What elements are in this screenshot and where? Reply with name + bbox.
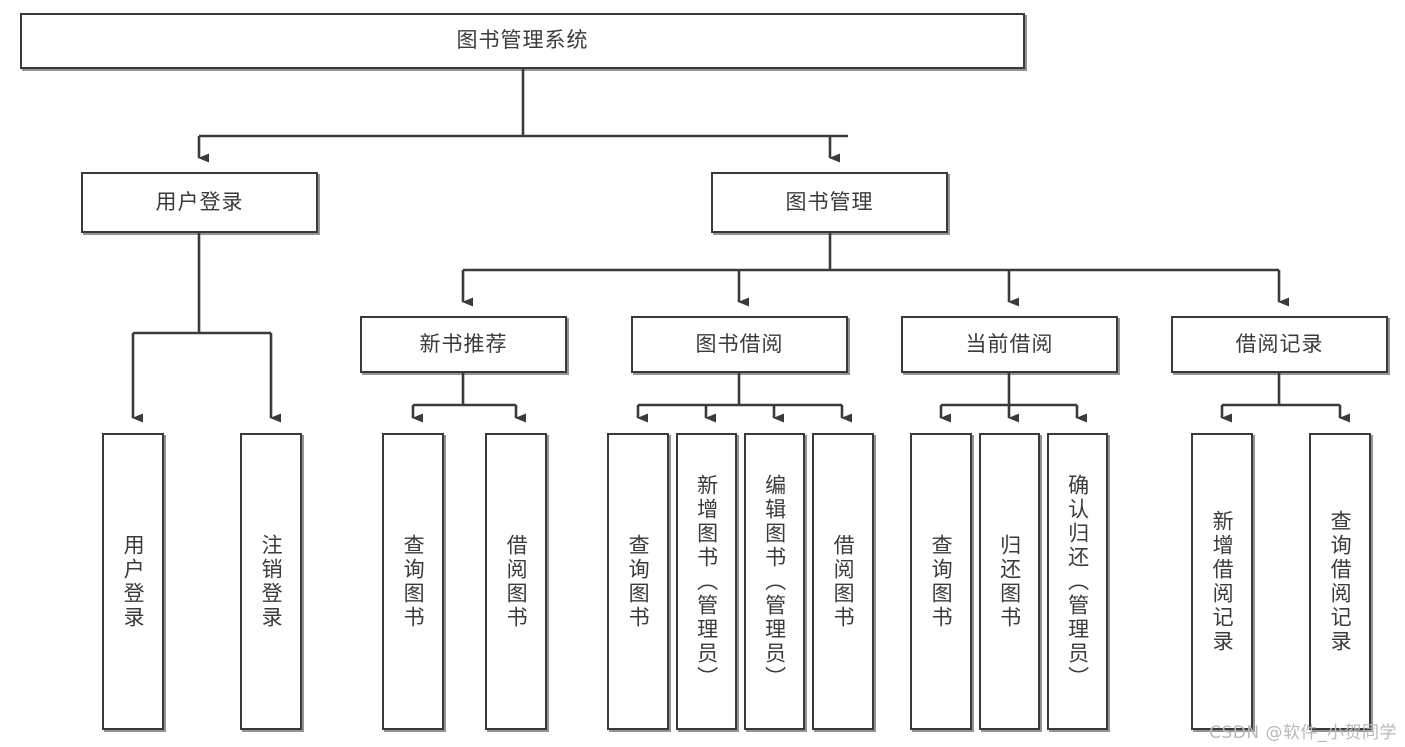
node-label: 图书管理系统 (456, 28, 589, 53)
leaf-borrow-book-borrow[interactable]: 借阅图书 (812, 433, 874, 730)
node-label: 查询图书 (929, 533, 954, 630)
node-label: 查询图书 (626, 533, 651, 630)
node-label: 图书管理 (785, 189, 874, 214)
leaf-return-book[interactable]: 归还图书 (979, 433, 1040, 730)
node-label: 新书推荐 (419, 331, 508, 356)
leaf-borrow-book-new[interactable]: 借阅图书 (485, 433, 547, 730)
leaf-edit-book-admin[interactable]: 编辑图书（管理员） (744, 433, 805, 730)
node-label: 借阅记录 (1235, 331, 1324, 356)
leaf-add-borrow-record[interactable]: 新增借阅记录 (1191, 433, 1253, 730)
node-label: 归还图书 (997, 533, 1022, 630)
node-label: 当前借阅 (965, 331, 1054, 356)
leaf-query-book-borrow[interactable]: 查询图书 (607, 433, 669, 730)
edge-bookmgmt-to-level3 (461, 233, 1289, 307)
node-label: 新增借阅记录 (1210, 509, 1235, 654)
node-borrow-record[interactable]: 借阅记录 (1171, 316, 1388, 373)
leaf-add-book-admin[interactable]: 新增图书（管理员） (676, 433, 737, 730)
edge-root-to-level2 (197, 69, 848, 163)
node-label: 用户登录 (155, 189, 244, 214)
node-label: 编辑图书（管理员） (762, 473, 787, 690)
leaf-query-book-new[interactable]: 查询图书 (382, 433, 444, 730)
edge-borrowrecord-to-leaves (1220, 373, 1350, 423)
edge-currentborrow-to-leaves (939, 373, 1087, 423)
edge-bookborrow-to-leaves (636, 373, 852, 423)
node-label: 确认归还（管理员） (1065, 473, 1090, 690)
node-current-borrow[interactable]: 当前借阅 (901, 316, 1118, 373)
node-book-management[interactable]: 图书管理 (711, 172, 948, 233)
node-label: 借阅图书 (831, 533, 856, 630)
edge-newbook-to-leaves (411, 373, 526, 423)
node-new-book-recommend[interactable]: 新书推荐 (360, 316, 567, 373)
csdn-watermark: CSDN @软件_小贺同学 (1209, 723, 1397, 743)
node-book-borrow[interactable]: 图书借阅 (631, 316, 848, 373)
node-label: 查询图书 (401, 533, 426, 630)
node-label: 借阅图书 (504, 533, 529, 630)
leaf-user-login[interactable]: 用户登录 (102, 433, 164, 730)
edge-userlogin-to-leaves (131, 233, 281, 423)
node-label: 注销登录 (259, 533, 284, 630)
leaf-query-borrow-record[interactable]: 查询借阅记录 (1309, 433, 1371, 730)
node-label: 图书借阅 (695, 331, 784, 356)
leaf-confirm-return-admin[interactable]: 确认归还（管理员） (1047, 433, 1108, 730)
node-root-book-management-system[interactable]: 图书管理系统 (20, 13, 1025, 69)
leaf-user-logout[interactable]: 注销登录 (240, 433, 302, 730)
node-label: 新增图书（管理员） (694, 473, 719, 690)
node-user-login[interactable]: 用户登录 (81, 172, 318, 233)
leaf-query-book-current[interactable]: 查询图书 (910, 433, 972, 730)
node-label: 用户登录 (121, 533, 146, 630)
node-label: 查询借阅记录 (1328, 509, 1353, 654)
